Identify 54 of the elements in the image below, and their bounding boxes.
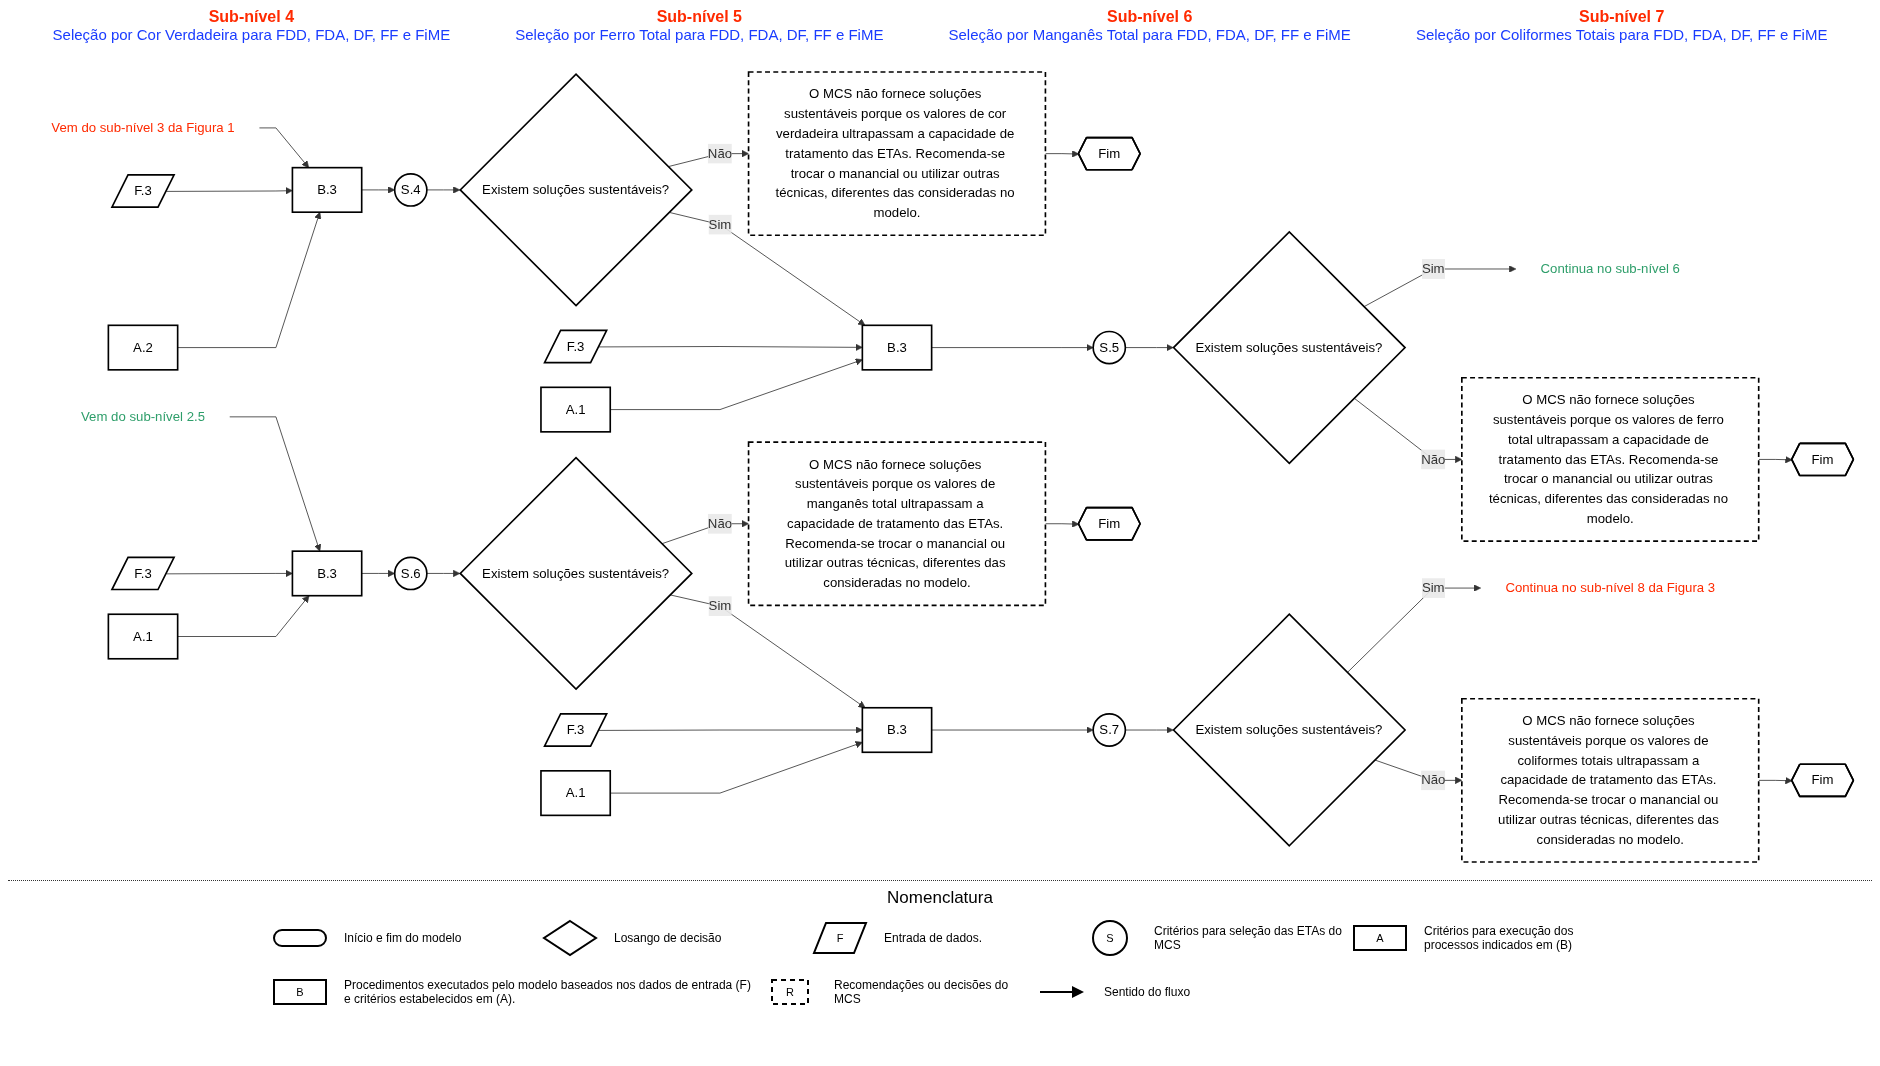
node-text: Continua no sub-nível 6 <box>1540 261 1680 276</box>
node-diamond: Existem soluções sustentáveis? <box>1172 230 1407 465</box>
legend-text: Entrada de dados. <box>884 931 983 945</box>
node-diamond: Existem soluções sustentáveis? <box>1172 613 1407 847</box>
legend-text: Sentido do fluxo <box>1104 985 1191 999</box>
section-description: Seleção por Cor Verdadeira para FDD, FDA, DF, FF e FiME <box>52 26 451 43</box>
circle-symbol: S <box>1092 920 1128 956</box>
node-box: B.3 <box>861 324 933 371</box>
node-box: A.1 <box>540 770 612 817</box>
node-box: O MCS não fornece soluções sustentáveis porque os valores de ferro total ultrapassam a capacidade de tratamento das ETAs. Recomenda-se trocar o manancial ou utilizar outras técnicas, diferentes das consideradas no modelo. <box>1461 376 1760 542</box>
section-heading: Sub-nível 7 <box>1579 8 1665 26</box>
node-circle: S.4 <box>393 173 428 207</box>
node-diamond: Existem soluções sustentáveis? <box>459 456 693 691</box>
section-heading: Sub-nível 6 <box>1106 8 1193 26</box>
edge-label: Não <box>707 516 733 531</box>
legend-text: Início e fim do modelo <box>344 931 462 945</box>
edge-label: Não <box>1421 772 1446 787</box>
node-box: A.2 <box>107 324 179 371</box>
node-box: B.3 <box>291 166 363 213</box>
parallelogram-symbol: F <box>812 922 868 954</box>
node-circle: S.6 <box>393 556 428 591</box>
edge-label: Não <box>1421 452 1446 467</box>
node-diamond: Existem soluções sustentáveis? <box>459 73 693 307</box>
node-circle: S.5 <box>1092 330 1127 365</box>
section-description: Seleção por Ferro Total para FDD, FDA, DF, FF e FiME <box>515 26 884 43</box>
edge-label: Não <box>707 146 733 161</box>
node-box: B.3 <box>291 550 363 597</box>
legend-title: Nomenclatura <box>887 888 993 907</box>
section-description: Seleção por Coliformes Totais para FDD, FDA, DF, FF e FiME <box>1415 26 1828 43</box>
rectangle-symbol: A <box>1353 925 1407 951</box>
section-heading: Sub-nível 5 <box>656 8 742 26</box>
section-description: Seleção por Manganês Total para FDD, FDA, DF, FF e FiME <box>948 26 1351 43</box>
legend-text: Losango de decisão <box>614 931 722 945</box>
edge-label: Sim <box>708 217 732 232</box>
dashed-rectangle-symbol: R <box>771 979 809 1005</box>
node-box: O MCS não fornece soluções sustentáveis porque os valores de manganês total ultrapassam a capacidade de tratamento das ETAs. Recomenda-se trocar o manancial ou utilizar outras técnicas, diferentes das consideradas no modelo. <box>747 441 1047 607</box>
node-box: O MCS não fornece soluções sustentáveis porque os valores de cor verdadeira ultrapassam a capacidade de tratamento das ETAs. Recomenda-se trocar o manancial ou utilizar outras técnicas, diferentes das consideradas no modelo. <box>747 71 1047 237</box>
node-text: Continua no sub-nível 8 da Figura 3 <box>1505 580 1716 595</box>
edge-label: Sim <box>1421 580 1445 595</box>
node-box: A.1 <box>540 386 612 433</box>
node-text: Vem do sub-nível 2.5 <box>81 409 205 424</box>
edge-label: Sim <box>708 598 732 613</box>
node-box: O MCS não fornece soluções sustentáveis porque os valores de coliformes totais ultrapassam a capacidade de tratamento das ETAs. Recomenda-se trocar o manancial ou utilizar outras técnicas, diferentes das consideradas no modelo. <box>1461 697 1760 863</box>
node-text: Vem do sub-nível 3 da Figura 1 <box>51 120 235 135</box>
rectangle-symbol: B <box>273 979 327 1005</box>
edge-label: Sim <box>1421 261 1445 276</box>
legend-text: Procedimentos executados pelo modelo baseados nos dados de entrada (F) e critérios estabelecidos em (A). <box>344 978 752 1006</box>
node-box: B.3 <box>861 706 933 754</box>
node-box: A.1 <box>107 613 179 660</box>
legend-text: Recomendações ou decisões do MCS <box>834 978 1010 1006</box>
legend-text: Critérios para seleção das ETAs do MCS <box>1154 924 1343 952</box>
node-circle: S.7 <box>1092 713 1127 747</box>
legend-text: Critérios para execução dos processos indicados em (B) <box>1424 924 1575 952</box>
section-heading: Sub-nível 4 <box>208 8 295 26</box>
